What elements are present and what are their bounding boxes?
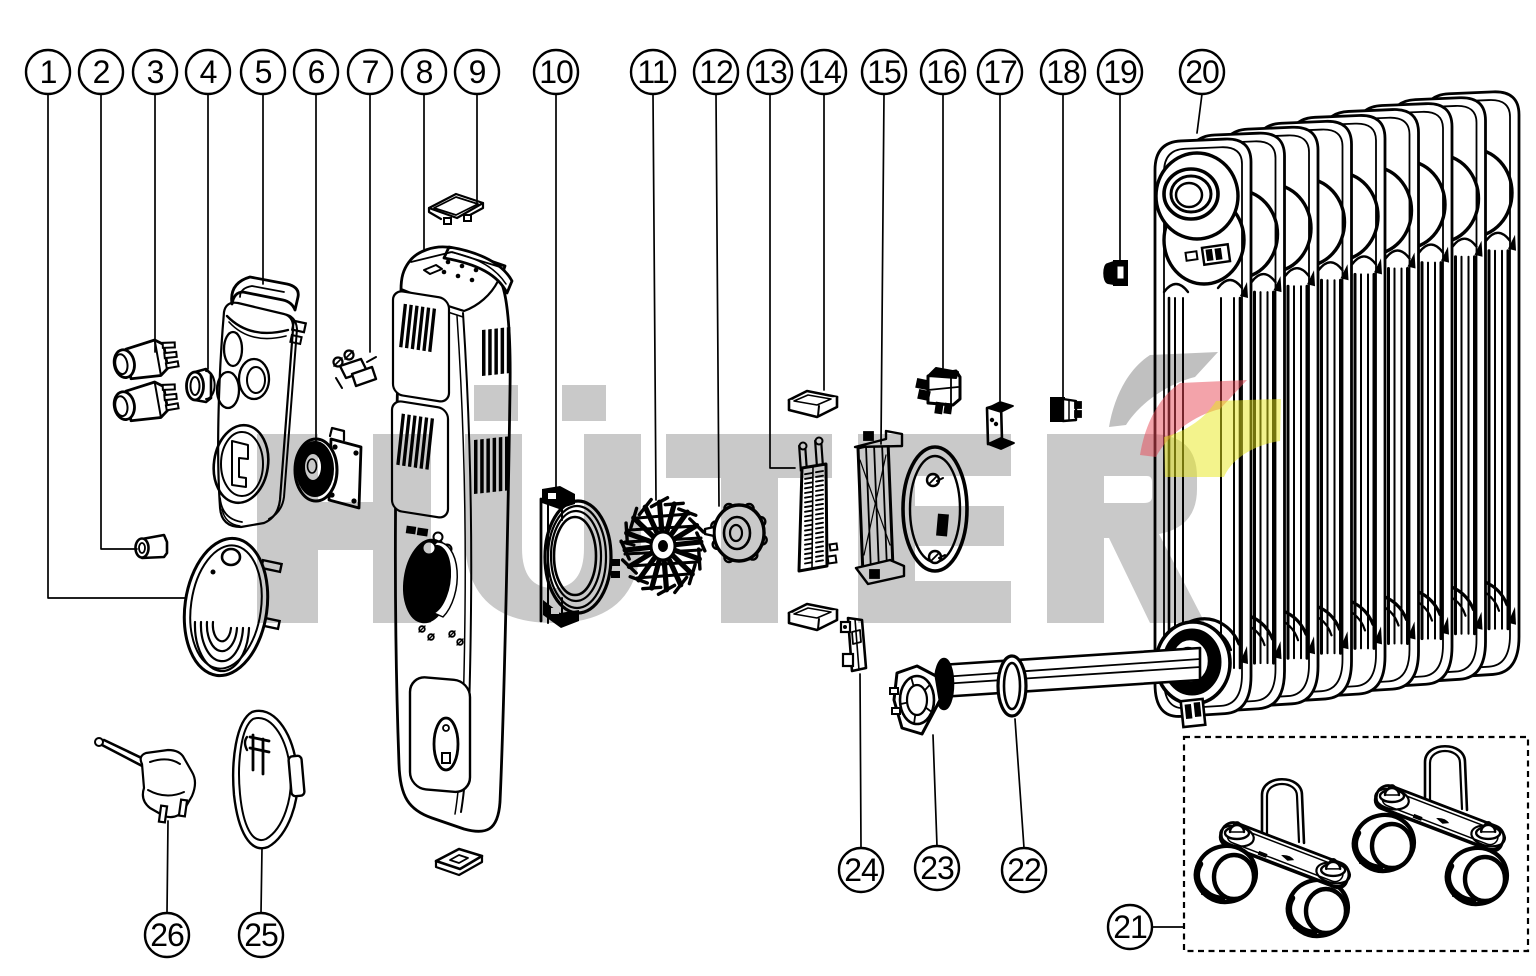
svg-text:13: 13 <box>753 54 787 90</box>
svg-text:15: 15 <box>867 54 901 90</box>
svg-text:12: 12 <box>699 54 733 90</box>
svg-text:3: 3 <box>147 54 164 90</box>
svg-text:2: 2 <box>93 54 110 90</box>
svg-text:8: 8 <box>416 54 433 90</box>
svg-text:25: 25 <box>244 917 278 953</box>
svg-text:10: 10 <box>539 54 573 90</box>
svg-text:23: 23 <box>920 850 954 886</box>
svg-text:24: 24 <box>844 852 878 888</box>
svg-text:16: 16 <box>926 54 960 90</box>
svg-text:21: 21 <box>1113 909 1147 945</box>
svg-text:11: 11 <box>637 54 668 90</box>
svg-text:1: 1 <box>40 54 57 90</box>
svg-text:19: 19 <box>1103 54 1137 90</box>
svg-text:4: 4 <box>200 54 217 90</box>
svg-text:7: 7 <box>362 54 379 90</box>
svg-text:5: 5 <box>255 54 272 90</box>
svg-text:6: 6 <box>308 54 325 90</box>
svg-text:22: 22 <box>1007 852 1041 888</box>
svg-text:26: 26 <box>150 917 184 953</box>
svg-text:9: 9 <box>469 54 486 90</box>
svg-text:20: 20 <box>1185 54 1219 90</box>
svg-text:18: 18 <box>1046 54 1080 90</box>
svg-text:14: 14 <box>807 54 841 90</box>
svg-text:17: 17 <box>983 54 1017 90</box>
